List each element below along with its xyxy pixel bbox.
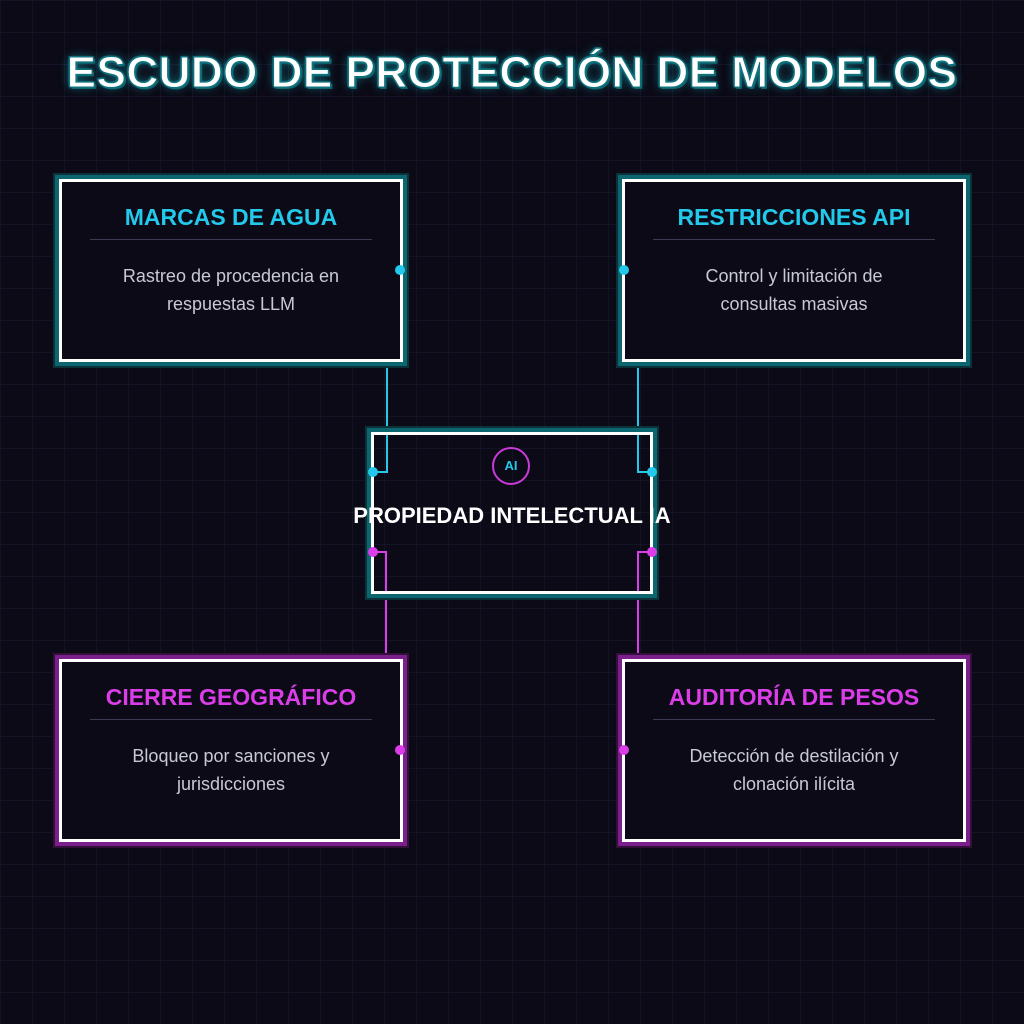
node-description-line: clonación ilícita — [732, 774, 856, 794]
node-description-line: Control y limitación de — [705, 266, 883, 286]
node-title: MARCAS DE AGUA — [90, 204, 372, 240]
ai-badge-icon: AI — [492, 447, 530, 485]
node-title: RESTRICCIONES API — [653, 204, 935, 240]
node-description: Rastreo de procedencia en respuestas LLM — [86, 262, 376, 318]
node-description: Bloqueo por sanciones y jurisdicciones — [86, 742, 376, 798]
node-description-line: Bloqueo por sanciones y — [132, 746, 330, 766]
diagram-title: ESCUDO DE PROTECCIÓN DE MODELOS — [66, 48, 958, 98]
node-card-restricciones-api: RESTRICCIONES API Control y limitación d… — [622, 179, 966, 362]
node-description-line: jurisdicciones — [176, 774, 286, 794]
node-description-line: consultas masivas — [720, 294, 868, 314]
center-card — [371, 432, 653, 594]
node-description: Control y limitación de consultas masiva… — [649, 262, 939, 318]
node-title: CIERRE GEOGRÁFICO — [90, 684, 372, 720]
node-description: Detección de destilación y clonación ilí… — [649, 742, 939, 798]
node-card-marcas-de-agua: MARCAS DE AGUA Rastreo de procedencia en… — [59, 179, 403, 362]
node-description-line: Rastreo de procedencia en — [122, 266, 340, 286]
node-card-auditoria-de-pesos: AUDITORÍA DE PESOS Detección de destilac… — [622, 659, 966, 842]
node-title: AUDITORÍA DE PESOS — [653, 684, 935, 720]
node-card-cierre-geografico: CIERRE GEOGRÁFICO Bloqueo por sanciones … — [59, 659, 403, 842]
center-label: PROPIEDAD INTELECTUAL IA — [353, 503, 671, 528]
node-description-line: Detección de destilación y — [689, 746, 899, 766]
node-description-line: respuestas LLM — [166, 294, 296, 314]
